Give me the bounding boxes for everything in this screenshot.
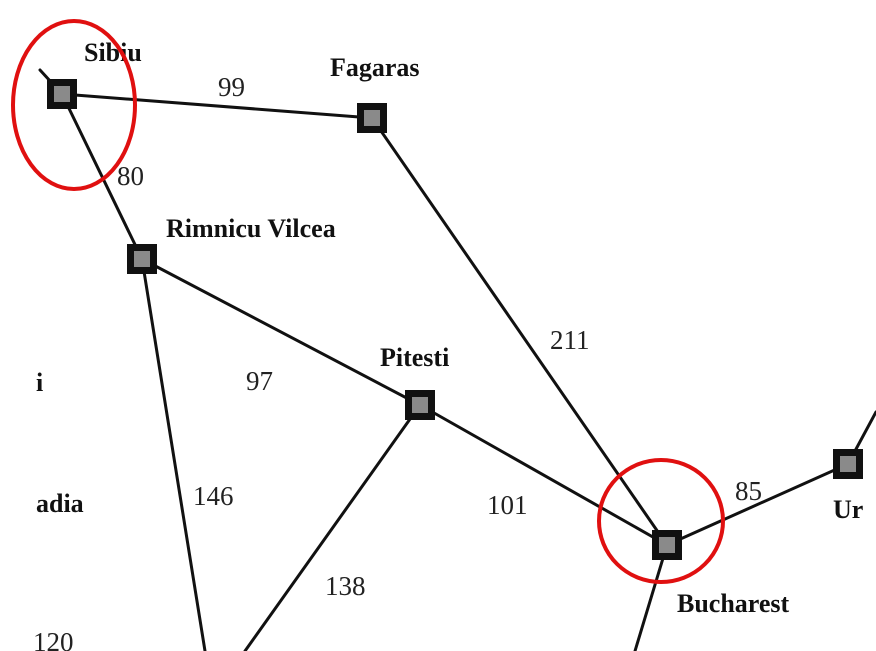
node-fagaras: [357, 103, 387, 133]
road-bucharest-urziceni: [665, 462, 850, 547]
distance-label-pitesti-craiova: 138: [325, 571, 366, 601]
road-bucharest-giurgiu: [633, 543, 669, 651]
road-sibiu-rimnicu-vilcea: [60, 92, 144, 261]
city-label-fagaras: Fagaras: [330, 53, 420, 82]
city-label-urziceni-partial: Ur: [833, 495, 863, 524]
node-bucharest: [652, 530, 682, 560]
road-pitesti-bucharest: [418, 403, 669, 547]
distance-labels: 99 80 211 97 146 101 138 85 120: [33, 72, 762, 651]
node-sibiu: [47, 79, 77, 109]
distance-label-sibiu-rimnicu: 80: [117, 161, 144, 191]
distance-label-offscreen-edge: 120: [33, 627, 74, 651]
highlight-circle-bucharest: [597, 458, 725, 584]
distance-label-bucharest-urziceni: 85: [735, 476, 762, 506]
distance-label-rimnicu-craiova: 146: [193, 481, 234, 511]
node-urziceni: [833, 449, 863, 479]
distance-label-sibiu-fagaras: 99: [218, 72, 245, 102]
city-nodes: [47, 79, 863, 560]
node-pitesti: [405, 390, 435, 420]
road-rimnicu-vilcea-pitesti: [140, 257, 422, 407]
road-rimnicu-vilcea-craiova: [140, 257, 207, 651]
city-label-rimnicu-vilcea: Rimnicu Vilcea: [166, 214, 336, 243]
road-fagaras-bucharest: [370, 116, 669, 547]
highlight-circle-sibiu: [11, 19, 137, 191]
road-sibiu-fagaras: [60, 92, 374, 120]
city-label-pitesti: Pitesti: [380, 343, 449, 372]
city-label-bucharest: Bucharest: [677, 589, 790, 618]
node-rimnicu-vilcea: [127, 244, 157, 274]
roads: [38, 68, 876, 651]
distance-label-rimnicu-pitesti: 97: [246, 366, 273, 396]
road-pitesti-craiova: [243, 403, 422, 651]
city-labels: Sibiu Fagaras Rimnicu Vilcea Pitesti Buc…: [36, 38, 863, 618]
city-label-arad-partial: adia: [36, 489, 84, 518]
distance-label-fagaras-bucharest: 211: [550, 325, 590, 355]
distance-label-pitesti-bucharest: 101: [487, 490, 528, 520]
city-label-timisoara-partial: i: [36, 368, 43, 397]
highlight-markers: [11, 19, 725, 584]
